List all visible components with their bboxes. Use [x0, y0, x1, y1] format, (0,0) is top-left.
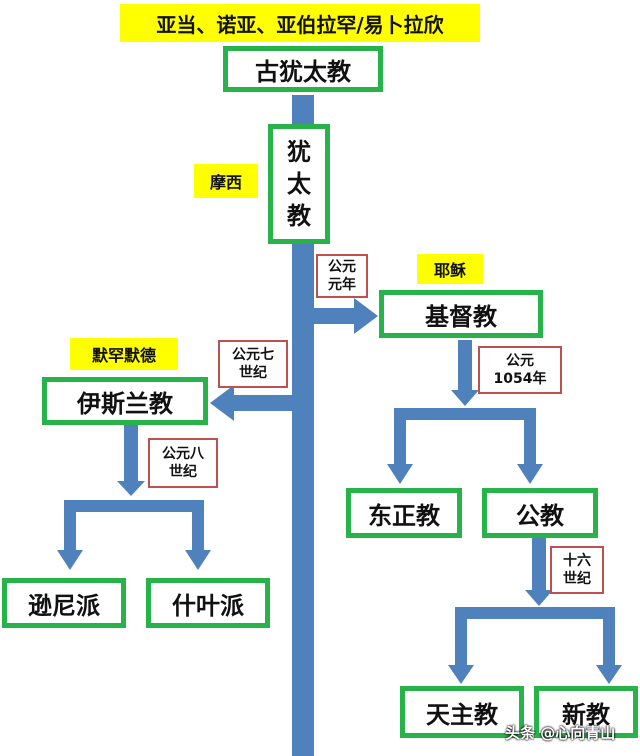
node-judaism: 犹 太 教: [268, 124, 330, 244]
founder-jesus: 耶稣: [417, 254, 483, 284]
founder-moses: 摩西: [194, 164, 258, 198]
node-eastern-orthodox: 东正教: [346, 488, 462, 538]
judaism-char-3: 教: [287, 202, 311, 230]
period-islam-split: 公元八 世纪: [148, 438, 218, 488]
period-reformation: 十六 世纪: [550, 546, 604, 594]
node-protestant: 新教: [534, 686, 638, 738]
node-catholic-general: 公教: [482, 488, 598, 538]
judaism-char-2: 太: [287, 170, 311, 198]
ancestors-label: 亚当、诺亚、亚伯拉罕/易卜拉欣: [120, 4, 480, 42]
node-sunni: 逊尼派: [2, 578, 126, 628]
node-islam: 伊斯兰教: [42, 377, 208, 425]
node-roman-catholic: 天主教: [400, 686, 524, 738]
node-ancient-judaism: 古犹太教: [223, 46, 383, 92]
judaism-char-1: 犹: [287, 138, 311, 166]
node-christianity: 基督教: [379, 290, 543, 338]
period-christianity-start: 公元 元年: [316, 254, 368, 298]
watermark-credit: 头条 @心向青山: [505, 724, 616, 742]
founder-muhammad: 默罕默德: [70, 338, 178, 370]
period-islam-start: 公元七 世纪: [218, 340, 288, 388]
node-shia: 什叶派: [146, 578, 270, 628]
period-great-schism: 公元 1054年: [478, 346, 562, 394]
